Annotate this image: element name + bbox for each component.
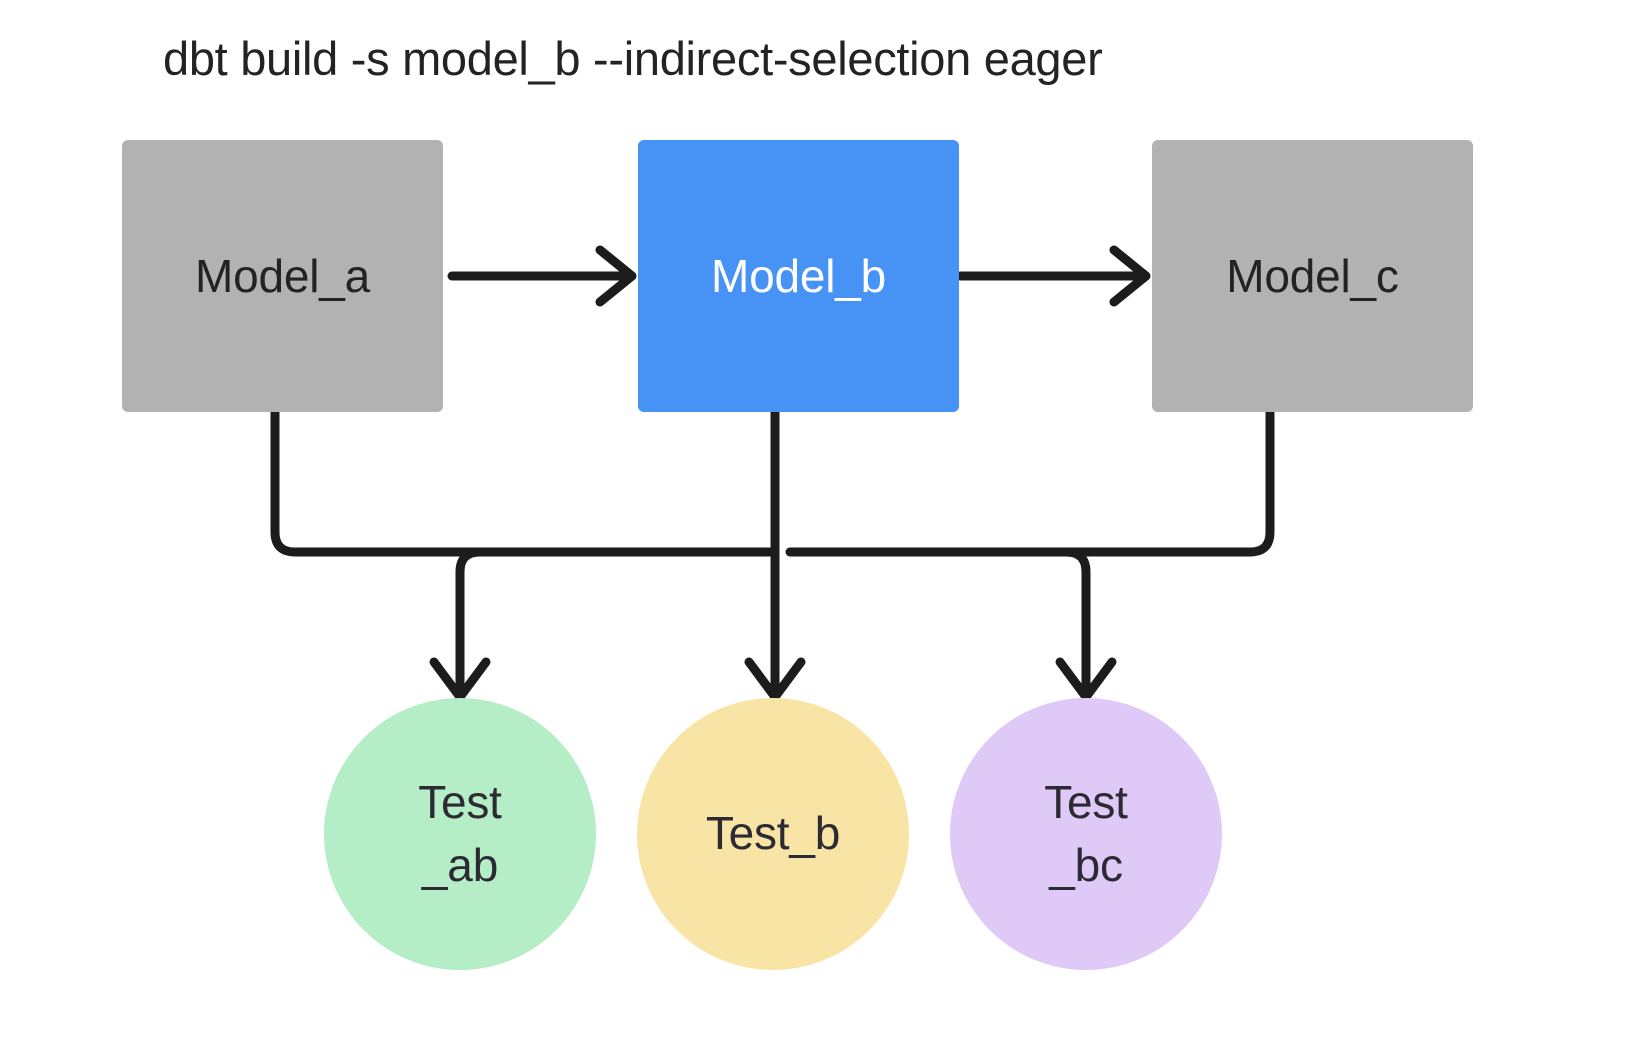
node-test-b-label-line1: Test_b xyxy=(705,807,841,860)
edge-bus-to-test-bc xyxy=(1055,547,1117,702)
edge-model-b-to-test-b xyxy=(744,407,806,702)
node-test-ab-label-line2: _ab xyxy=(421,839,499,891)
diagram-title: dbt build -s model_b --indirect-selectio… xyxy=(163,32,1103,85)
node-test-bc-label-line1: Test xyxy=(1044,775,1128,828)
node-model-a-label: Model_a xyxy=(194,250,371,302)
node-test-bc[interactable]: Test _bc xyxy=(950,698,1222,970)
node-model-b[interactable]: Model_b xyxy=(638,140,959,412)
node-test-b[interactable]: Test_b xyxy=(637,698,909,970)
node-model-b-label: Model_b xyxy=(710,250,887,302)
edge-model-b-to-model-c xyxy=(955,245,1151,307)
node-model-c-label: Model_c xyxy=(1226,250,1399,302)
node-test-bc-label-line2: _bc xyxy=(1049,839,1123,891)
node-model-c[interactable]: Model_c xyxy=(1152,140,1473,412)
node-model-a[interactable]: Model_a xyxy=(122,140,443,412)
node-test-ab[interactable]: Test _ab xyxy=(324,698,596,970)
edge-model-a-to-model-b xyxy=(447,245,637,307)
edge-model-c-to-tests xyxy=(785,407,1275,557)
edge-bus-to-test-ab xyxy=(429,547,491,702)
edge-model-a-to-tests xyxy=(270,407,775,557)
node-test-ab-label-line1: Test xyxy=(418,775,502,828)
